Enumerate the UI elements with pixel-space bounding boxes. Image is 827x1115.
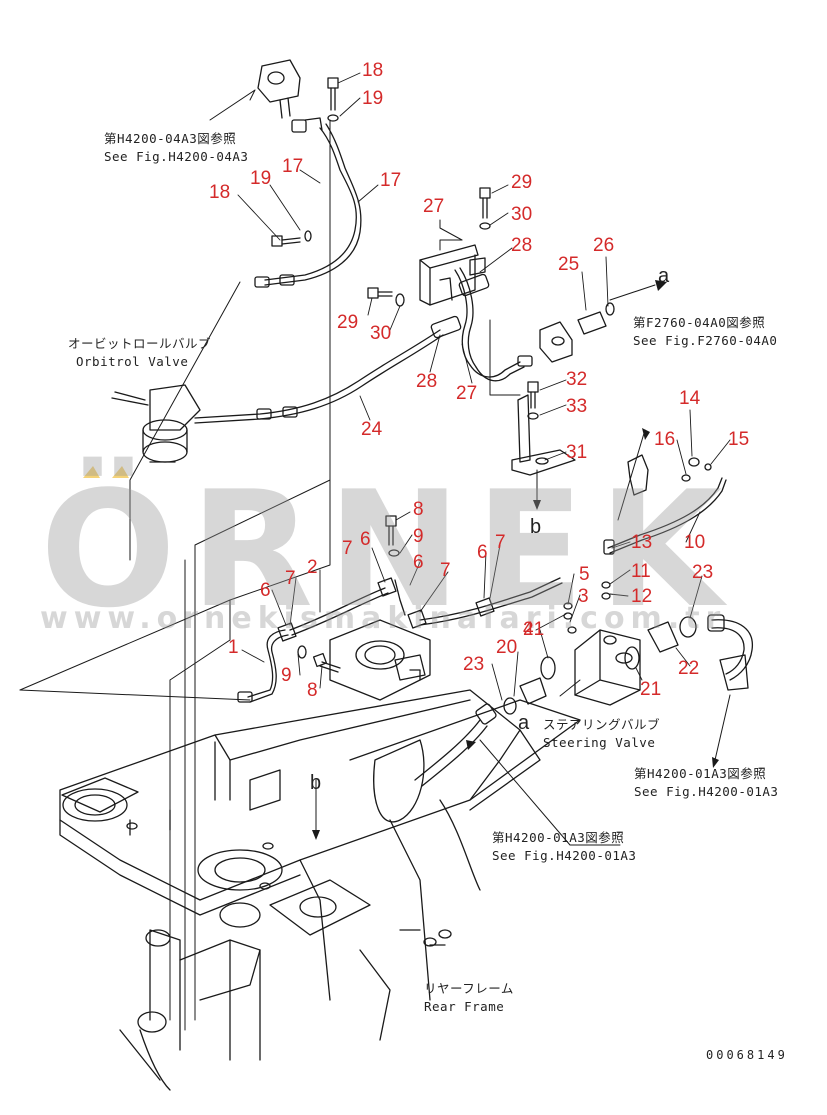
note-fig-h4200-01a3-right-jp: 第H4200-01A3図参照	[634, 766, 767, 781]
callout-30: 30	[511, 204, 533, 225]
note-fig-h4200-01a3-right-en: See Fig.H4200-01A3	[634, 784, 779, 799]
watermark-accent	[83, 466, 129, 478]
document-id: 00068149	[706, 1048, 788, 1062]
callout-6: 6	[477, 542, 488, 563]
callout-28: 28	[511, 235, 533, 256]
hose-17	[254, 117, 362, 288]
tube-2	[289, 587, 389, 636]
note-fig-h4200-04a3-jp: 第H4200-04A3図参照	[104, 131, 237, 146]
callout-27: 27	[456, 383, 478, 404]
callout-19: 19	[250, 168, 272, 189]
callout-22: 22	[678, 658, 700, 679]
fittings-25-26	[539, 302, 615, 363]
callout-28: 28	[416, 371, 438, 392]
callout-21: 21	[640, 679, 662, 700]
bracket-27	[419, 244, 533, 382]
callout-29: 29	[337, 312, 359, 333]
callout-17: 17	[380, 170, 402, 191]
callout-13: 13	[631, 532, 653, 553]
callout-18: 18	[209, 182, 231, 203]
leader-lines	[19, 89, 731, 1031]
note-steering-jp: ステアリングバルブ	[543, 717, 661, 732]
note-fig-f2760-en: See Fig.F2760-04A0	[633, 333, 778, 348]
callout-17: 17	[282, 156, 304, 177]
callout-32: 32	[566, 369, 588, 390]
callout-8: 8	[413, 499, 424, 520]
callout-9: 9	[413, 526, 424, 547]
callout-15: 15	[728, 429, 750, 450]
callout-7: 7	[440, 560, 451, 581]
callout-5: 5	[579, 564, 590, 585]
note-fig-h4200-01a3-mid-jp: 第H4200-01A3図参照	[492, 830, 625, 845]
callout-12: 12	[631, 586, 653, 607]
callout-18: 18	[362, 60, 384, 81]
callout-10: 10	[684, 532, 706, 553]
callout-8: 8	[307, 680, 318, 701]
callout-21: 21	[523, 619, 545, 640]
tube-10	[603, 454, 727, 555]
callout-7: 7	[285, 568, 296, 589]
watermark-url: www.ornekismakinalari.com.tr	[40, 601, 727, 636]
callout-3: 3	[578, 586, 589, 607]
valve-mount-bracket	[329, 619, 431, 701]
note-fig-h4200-01a3-mid-en: See Fig.H4200-01A3	[492, 848, 637, 863]
callout-23: 23	[463, 654, 485, 675]
callout-6: 6	[260, 580, 271, 601]
arrow-label-b-mid: b	[530, 516, 542, 538]
callout-7: 7	[342, 538, 353, 559]
hose-1	[237, 629, 289, 703]
hose-24	[194, 329, 444, 424]
note-steering-en: Steering Valve	[543, 735, 656, 750]
callout-11: 11	[631, 561, 651, 582]
top-fitting-block	[257, 59, 301, 119]
hose-right	[647, 614, 753, 691]
note-fig-f2760-jp: 第F2760-04A0図参照	[633, 315, 766, 330]
arrow-label-a-mid: a	[518, 712, 530, 734]
callout-1: 1	[228, 637, 239, 658]
note-fig-h4200-04a3-en: See Fig.H4200-04A3	[104, 149, 249, 164]
callout-33: 33	[566, 396, 588, 417]
orbitrol-valve	[111, 384, 201, 463]
bolts	[271, 77, 539, 673]
callout-ticks	[237, 72, 731, 701]
callout-6: 6	[360, 529, 371, 550]
arrow-label-a-top: a	[658, 265, 670, 287]
callout-4: 4	[523, 619, 534, 640]
callout-2: 2	[307, 557, 318, 578]
arrow-label-b-low: b	[310, 772, 322, 794]
callout-27: 27	[423, 196, 445, 217]
callout-14: 14	[679, 388, 701, 409]
bracket-31	[511, 394, 576, 476]
callout-19: 19	[362, 88, 384, 109]
callout-20: 20	[496, 637, 518, 658]
callout-23: 23	[692, 562, 714, 583]
callout-7: 7	[495, 532, 506, 553]
hose-lower	[414, 703, 497, 787]
note-orbitrol-en: Orbitrol Valve	[76, 354, 189, 369]
steering-valve	[503, 581, 641, 715]
callout-16: 16	[654, 429, 676, 450]
arrow-heads	[312, 280, 719, 840]
rear-frame	[59, 689, 581, 1091]
callout-24: 24	[361, 419, 383, 440]
callout-25: 25	[558, 254, 580, 275]
callout-30: 30	[370, 323, 392, 344]
note-rear-frame-en: Rear Frame	[424, 999, 505, 1014]
note-orbitrol-jp: オービットロールバルブ	[68, 336, 212, 351]
callout-6: 6	[413, 552, 424, 573]
callout-29: 29	[511, 172, 533, 193]
watermark-brand: ÖRNEK	[40, 456, 737, 643]
callout-26: 26	[593, 235, 615, 256]
callout-9: 9	[281, 665, 292, 686]
callout-31: 31	[566, 442, 588, 463]
note-rear-frame-jp: リヤーフレーム	[424, 981, 514, 996]
